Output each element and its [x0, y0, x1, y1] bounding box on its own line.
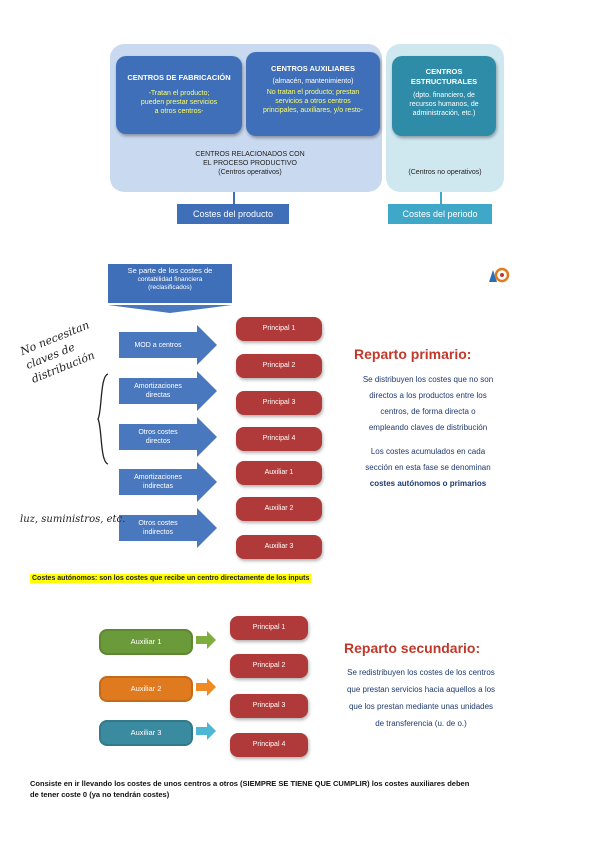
secundario-line-4: de transferencia (u. de o.): [375, 719, 467, 728]
structural-title-1: CENTROS: [425, 67, 463, 76]
primario-line-3: centros, de forma directa o: [380, 407, 476, 416]
non-operative-label: (Centros no operativos): [408, 169, 482, 176]
sec-principal-2-box: Principal 2: [230, 654, 308, 678]
auxiliary-centers-box: CENTROS AUXILIARES (almacén, mantenimien…: [246, 52, 380, 136]
bottom-note-line-1: Consiste en ir llevando los costes de un…: [30, 779, 470, 788]
structural-centers-box: CENTROS ESTRUCTURALES (dpto. financiero,…: [392, 56, 496, 136]
structural-title-2: ESTRUCTURALES: [410, 77, 478, 86]
principal-4-box: Principal 4: [236, 427, 322, 451]
reparto-primario-title: Reparto primario:: [354, 346, 472, 362]
logo-icon: [486, 264, 510, 284]
principal-3-box: Principal 3: [236, 391, 322, 415]
arrow-label-otros-indirectos: Otros costes indirectos: [119, 515, 197, 541]
aux-2-pill: Auxiliar 2: [99, 676, 193, 702]
bottom-note-line-2: de tener coste 0 (ya no tendrán costes): [30, 790, 170, 799]
secundario-line-1: Se redistribuyen los costes de los centr…: [347, 668, 495, 677]
primario-line-5: Los costes acumulados en cada: [370, 447, 486, 456]
sec-principal-3-box: Principal 3: [230, 694, 308, 718]
arrow-label-amort-indirectas: Amortizaciones indirectas: [119, 469, 197, 495]
arrow-head-icon: [197, 325, 217, 365]
primario-line-6: sección en esta fase se denominan: [365, 463, 491, 472]
auxiliary-title: CENTROS AUXILIARES: [271, 64, 355, 73]
product-cost-connector: [233, 192, 235, 204]
operative-label-3: (Centros operativos): [218, 169, 282, 176]
bottom-note: Consiste en ir llevando los costes de un…: [30, 778, 575, 800]
arrow-label-amort-directas: Amortizaciones directas: [119, 378, 197, 404]
primario-line-1: Se distribuyen los costes que no son: [362, 375, 494, 384]
principal-1-box: Principal 1: [236, 317, 322, 341]
structural-desc-2: recursos humanos, de: [409, 101, 479, 108]
arrow-head-icon: [197, 462, 217, 502]
header-line-3: (reclasificados): [148, 284, 192, 291]
arrow-amortizaciones-indirectas: Amortizaciones indirectas: [119, 462, 217, 502]
reparto-secundario-title: Reparto secundario:: [344, 640, 481, 656]
primario-line-2: directos a los productos entre los: [369, 391, 487, 400]
sec-principal-1-box: Principal 1: [230, 616, 308, 640]
costes-autonomos-highlight: Costes autónomos: son los costes que rec…: [30, 574, 312, 583]
orange-arrow-icon: [196, 678, 216, 701]
arrow-label-mod: MOD a centros: [119, 332, 197, 358]
operative-centers-label: CENTROS RELACIONADOS CON EL PROCESO PROD…: [160, 150, 340, 177]
arrow-label-otros-directos: Otros costes directos: [119, 424, 197, 450]
operative-label-2: EL PROCESO PRODUCTIVO: [203, 160, 297, 167]
header-down-arrow-icon: [108, 305, 232, 313]
principal-2-box: Principal 2: [236, 354, 322, 378]
secundario-line-3: que los prestan mediante unas unidades: [348, 702, 494, 711]
arrow-amortizaciones-directas: Amortizaciones directas: [119, 371, 217, 411]
auxiliary-desc-2: No tratan el producto; prestan: [266, 89, 360, 96]
arrow-mod-a-centros: MOD a centros: [119, 325, 217, 365]
secundario-line-2: que prestan servicios hacia aquellos a l…: [346, 685, 496, 694]
reparto-secundario-text: Se redistribuyen los costes de los centr…: [318, 664, 524, 732]
arrow-head-icon: [197, 417, 217, 457]
arrow-otros-costes-directos: Otros costes directos: [119, 417, 217, 457]
fabrication-title: CENTROS DE FABRICACIÓN: [127, 73, 231, 82]
handwritten-brace-icon: [96, 372, 110, 466]
auxiliary-desc-1: (almacén, mantenimiento): [272, 78, 354, 85]
fabrication-desc-1: -Tratan el producto;: [148, 90, 210, 97]
aux-3-pill: Auxiliar 3: [99, 720, 193, 746]
reparto-primario-text: Se distribuyen los costes que no son dir…: [330, 372, 526, 492]
auxiliar-3-box: Auxiliar 3: [236, 535, 322, 559]
arrow-head-icon: [197, 508, 217, 548]
auxiliary-desc-4: principales, auxiliares, y/o resto-: [263, 107, 363, 114]
aux-1-pill: Auxiliar 1: [99, 629, 193, 655]
fabrication-desc-2: pueden prestar servicios: [140, 99, 218, 106]
operative-label-1: CENTROS RELACIONADOS CON: [195, 151, 305, 158]
period-cost-connector: [440, 192, 442, 204]
arrow-head-icon: [197, 371, 217, 411]
product-costs-bar: Costes del producto: [177, 204, 289, 224]
primario-line-7: costes autónomos o primarios: [369, 479, 487, 488]
fabrication-desc-3: a otros centros-: [154, 108, 204, 115]
auxiliary-desc-3: servicios a otros centros: [275, 98, 351, 105]
header-line-2: contabilidad financiera: [137, 276, 203, 283]
sec-principal-4-box: Principal 4: [230, 733, 308, 757]
structural-desc-1: (dpto. financiero, de: [413, 92, 475, 99]
auxiliar-2-box: Auxiliar 2: [236, 497, 322, 521]
arrow-otros-costes-indirectos: Otros costes indirectos: [119, 508, 217, 548]
primario-line-4: empleando claves de distribución: [368, 423, 488, 432]
teal-arrow-icon: [196, 722, 216, 745]
fabrication-centers-box: CENTROS DE FABRICACIÓN -Tratan el produc…: [116, 56, 242, 134]
period-costs-bar: Costes del periodo: [388, 204, 492, 224]
header-line-1: Se parte de los costes de: [127, 266, 213, 275]
green-arrow-icon: [196, 631, 216, 654]
structural-desc-3: administración, etc.): [412, 110, 476, 117]
financial-accounting-box: Se parte de los costes de contabilidad f…: [108, 264, 232, 303]
auxiliar-1-box: Auxiliar 1: [236, 461, 322, 485]
handwritten-note-luz: luz, suministros, etc.: [20, 514, 126, 525]
